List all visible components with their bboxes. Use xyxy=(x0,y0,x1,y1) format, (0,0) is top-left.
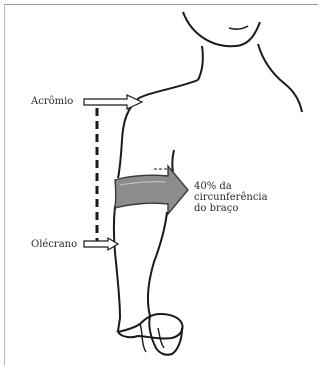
label-circumference-line3: do braço xyxy=(194,203,268,214)
label-circumference-line1: 40% da xyxy=(194,181,268,192)
label-acromio: Acrômio xyxy=(31,96,73,107)
label-circumference-line2: circunferência xyxy=(194,192,268,203)
circumference-band-arrow xyxy=(115,166,188,214)
chin-outline xyxy=(183,12,260,46)
mouth-line xyxy=(229,26,248,29)
label-olecrano: Olécrano xyxy=(31,239,77,250)
neck-left-outline xyxy=(198,46,203,80)
neck-right-outline xyxy=(258,44,302,112)
olecrano-arrow xyxy=(84,238,118,250)
acromio-arrow xyxy=(84,95,142,109)
label-circumference: 40% da circunferência do braço xyxy=(194,181,268,214)
